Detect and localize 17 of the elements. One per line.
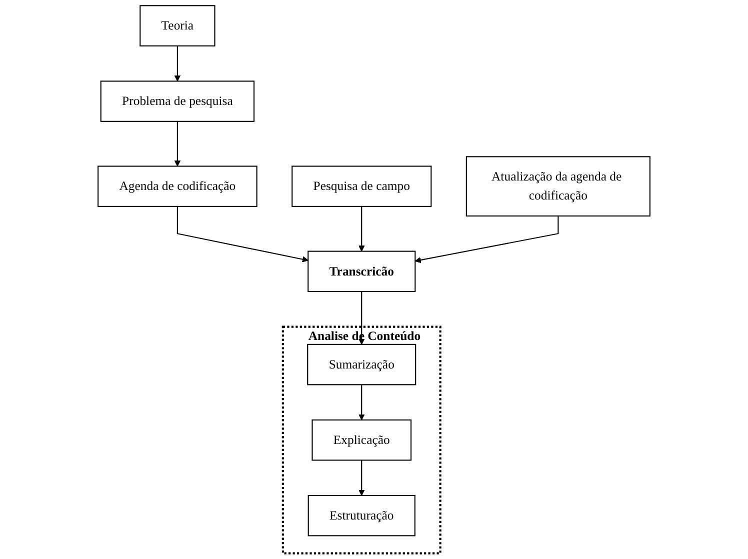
arrow [414,216,559,264]
arrow [358,384,365,420]
arrow [176,206,308,262]
node-box: Teoria [140,5,216,46]
node-box: Sumarização [307,344,416,386]
node-box: Problema de pesquisa [100,80,255,122]
node-box: Estruturação [308,494,416,536]
node-box: Transcricão [308,250,416,292]
node-box: Explicação [312,419,412,461]
node-box: Agenda de codificação [98,166,258,207]
arrow [358,206,365,252]
node-box: Atualização da agenda de codificação [466,156,650,216]
arrow [174,46,181,82]
arrow [358,292,365,345]
arrow [358,460,365,496]
arrow [174,121,181,166]
node-box: Pesquisa de campo [292,166,432,207]
